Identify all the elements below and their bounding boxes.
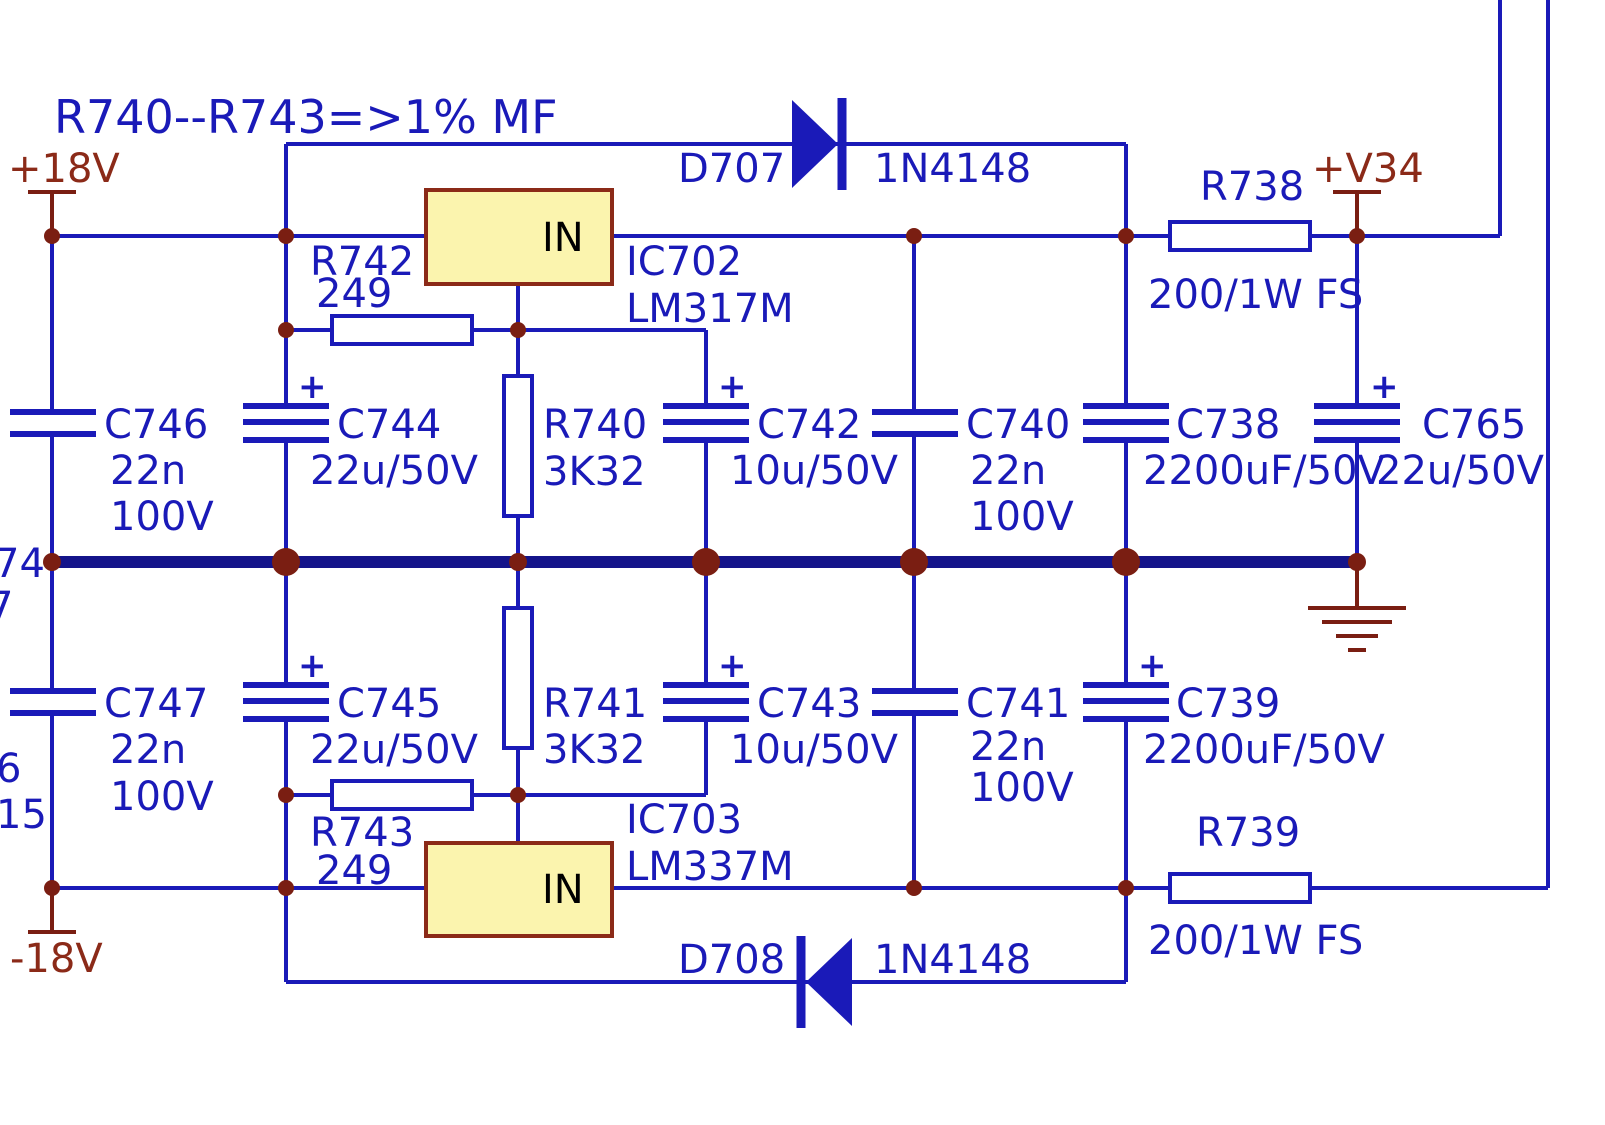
ic703-part: LM337M: [626, 844, 794, 890]
r739-value: 200/1W FS: [1148, 918, 1363, 964]
power-pos-label: +18V: [8, 146, 120, 192]
r743-value: 249: [316, 848, 392, 894]
resistor-r741-body: [502, 606, 534, 750]
c738-value: 2200uF/50V: [1143, 448, 1386, 494]
c744-plus: +: [298, 367, 327, 407]
diode-d708-icon: [796, 936, 852, 1028]
diode-d707-icon: [792, 98, 847, 190]
c744-ref: C744: [337, 402, 441, 448]
c765-value: 22u/50V: [1376, 448, 1545, 494]
c747-ref: C747: [104, 681, 208, 727]
r738-value: 200/1W FS: [1148, 272, 1363, 318]
ic702-ref: IC702: [626, 239, 742, 285]
capacitor-plates: [10, 403, 1400, 722]
power-out-label: +V34: [1312, 146, 1424, 192]
c741-value: 22n: [970, 724, 1046, 770]
c746-value: 22n: [110, 448, 186, 494]
regulator-ic703: IN: [424, 841, 614, 938]
d707-part: 1N4148: [874, 146, 1031, 192]
ic702-pin-label: IN: [542, 215, 584, 261]
edge-label-1: 74: [0, 541, 45, 587]
c744-value: 22u/50V: [310, 448, 479, 494]
r741-ref: R741: [543, 681, 647, 727]
c743-ref: C743: [757, 681, 861, 727]
c741-voltage: 100V: [970, 765, 1074, 811]
resistor-r739-body: [1168, 872, 1312, 904]
r738-ref: R738: [1200, 164, 1304, 210]
r740-ref: R740: [543, 402, 647, 448]
junctions: [43, 228, 1366, 896]
c747-value: 22n: [110, 727, 186, 773]
c740-value: 22n: [970, 448, 1046, 494]
ic703-ref: IC703: [626, 797, 742, 843]
c740-voltage: 100V: [970, 494, 1074, 540]
ground-icon: [1308, 562, 1406, 652]
edge-label-2: 7: [0, 584, 13, 630]
resistor-r743-body: [330, 779, 474, 811]
ic703-pin-label: IN: [542, 867, 584, 913]
resistor-r740-body: [502, 374, 534, 518]
c743-plus: +: [718, 646, 747, 686]
c741-ref: C741: [966, 681, 1070, 727]
c742-ref: C742: [757, 402, 861, 448]
r741-value: 3K32: [543, 727, 646, 773]
c739-value: 2200uF/50V: [1143, 727, 1386, 773]
r740-value: 3K32: [543, 449, 646, 495]
r742-ref: R742: [310, 239, 414, 285]
c743-value: 10u/50V: [730, 727, 899, 773]
edge-label-3: 6: [0, 746, 21, 792]
c746-ref: C746: [104, 402, 208, 448]
c742-value: 10u/50V: [730, 448, 899, 494]
c765-ref: C765: [1422, 402, 1526, 448]
c739-ref: C739: [1176, 681, 1280, 727]
d708-ref: D708: [678, 937, 785, 983]
c742-plus: +: [718, 367, 747, 407]
power-neg-label: -18V: [10, 936, 103, 982]
edge-label-4: 15: [0, 792, 47, 838]
c747-voltage: 100V: [110, 774, 214, 820]
labels: R740--R743=>1% MF +18V -18V +V34 74 7 6 …: [0, 90, 1545, 983]
polarity-marks: + + + + + +: [298, 367, 1399, 686]
c765-plus: +: [1370, 367, 1399, 407]
d708-part: 1N4148: [874, 937, 1031, 983]
c746-voltage: 100V: [110, 494, 214, 540]
c739-plus: +: [1138, 646, 1167, 686]
r739-ref: R739: [1196, 810, 1300, 856]
ic702-part: LM317M: [626, 286, 794, 332]
resistor-r742-body: [330, 314, 474, 346]
r743-ref: R743: [310, 810, 414, 856]
d707-ref: D707: [678, 146, 785, 192]
c745-plus: +: [298, 646, 327, 686]
resistor-r738-body: [1168, 220, 1312, 252]
c740-ref: C740: [966, 402, 1070, 448]
regulator-ic702: IN: [424, 188, 614, 286]
c745-ref: C745: [337, 681, 441, 727]
note-label: R740--R743=>1% MF: [54, 90, 558, 144]
r742-value: 249: [316, 271, 392, 317]
c738-ref: C738: [1176, 402, 1280, 448]
resistor-bodies: [330, 220, 1312, 904]
c745-value: 22u/50V: [310, 727, 479, 773]
